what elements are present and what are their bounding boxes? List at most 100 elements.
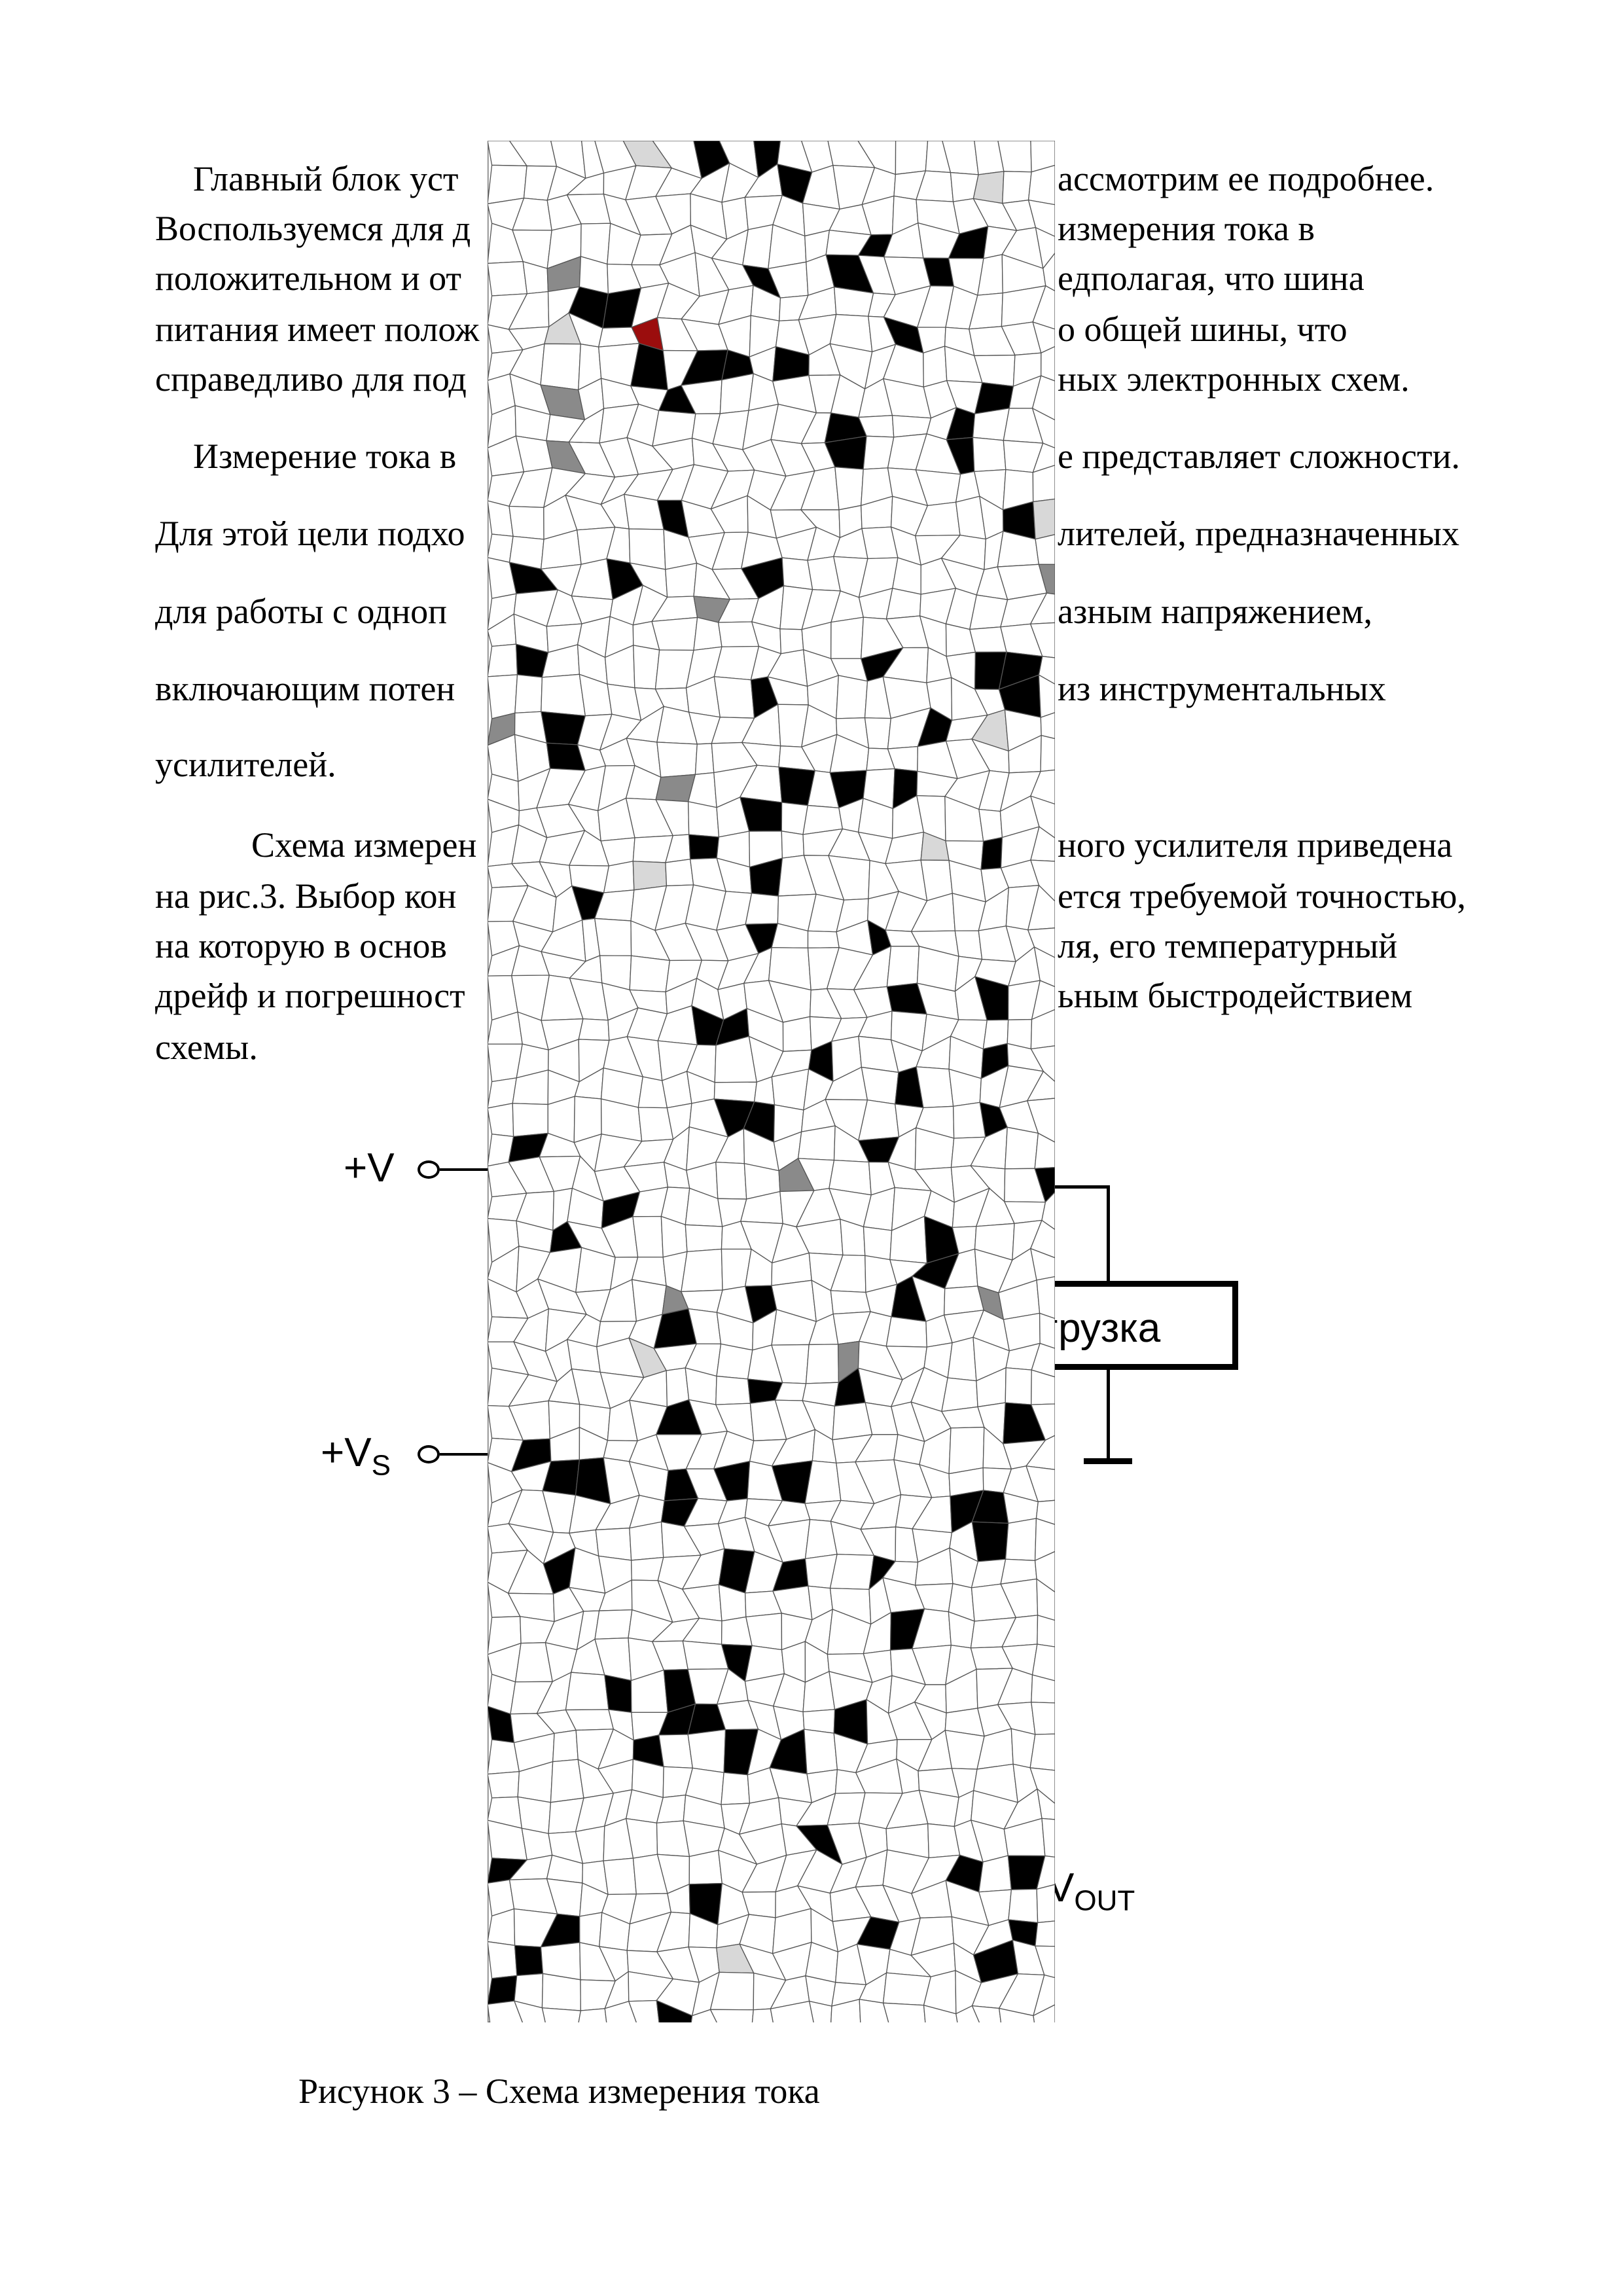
mosaic-cell [1029, 1219, 1055, 1259]
text-line-4-right: о общей шины, что [1058, 310, 1347, 349]
mosaic-cell [594, 1609, 633, 1640]
text-line-11-left: Схема измерен [251, 825, 477, 865]
mosaic-cell [488, 1771, 520, 1799]
text-line-12-left: на рис.3. Выбор кон [155, 876, 457, 916]
text-line-6-left: Измерение тока в [193, 437, 457, 476]
mosaic-cell [488, 674, 518, 719]
mosaic-cell [713, 676, 755, 719]
mosaic-cell [1032, 442, 1055, 473]
text-line-9-right: из инструментальных [1058, 669, 1386, 708]
mosaic-cell [1027, 199, 1055, 238]
mosaic-cell [651, 617, 698, 651]
vs-plus-text: +V [321, 1430, 372, 1475]
mosaic-cell [923, 346, 948, 388]
mosaic-cell [1038, 564, 1055, 595]
mosaic-cell [808, 2000, 832, 2022]
text-line-13-right: ля, его температурный [1058, 926, 1398, 965]
text-line-6-right: е представляет сложности. [1058, 437, 1461, 476]
mosaic-cell [1036, 1276, 1055, 1319]
mosaic-cell [595, 1528, 632, 1561]
mosaic-cell [488, 1941, 518, 1979]
mosaic-cell [836, 675, 868, 719]
text-line-7-left: Для этой цели подхо [155, 514, 465, 553]
mosaic-cell [1039, 1312, 1055, 1349]
mosaic-cell [1031, 1674, 1055, 1704]
mosaic-cell [693, 617, 722, 651]
mosaic-cell [830, 1998, 861, 2022]
mosaic-cell [488, 1975, 518, 2005]
mosaic-cell [954, 930, 983, 960]
mosaic-cell [665, 859, 694, 887]
mosaic-cell [1005, 1518, 1037, 1561]
mosaic-cell [941, 1377, 978, 1412]
mosaic-cell [1034, 1132, 1055, 1170]
mosaic-cell [541, 673, 586, 717]
mosaic-cell [1032, 498, 1055, 540]
mosaic-cell [1034, 1167, 1055, 1203]
mosaic-cell [971, 1521, 1009, 1562]
mosaic-redaction-overlay [488, 141, 1055, 2022]
mosaic-cell [1034, 1945, 1055, 1979]
text-line-2-left: Воспользуемся для д [155, 209, 471, 248]
mosaic-cell [1031, 1643, 1055, 1681]
mosaic-cell [1030, 1045, 1055, 1083]
mosaic-cell [1030, 826, 1055, 862]
text-line-4-left: питания имеет полож [155, 310, 480, 349]
text-line-15: схемы. [155, 1028, 258, 1067]
mosaic-cell [1033, 946, 1055, 988]
mosaic-cell [864, 717, 892, 749]
mosaic-cell [709, 2009, 754, 2022]
mosaic-cell [885, 588, 921, 620]
text-line-1-right: ассмотрим ее подробнее. [1058, 159, 1435, 198]
mosaic-cell [1031, 1369, 1055, 1405]
mosaic-cell [859, 1998, 889, 2022]
mosaic-cell [1005, 1367, 1032, 1405]
mosaic-cell [1031, 375, 1055, 421]
mosaic-cell [1033, 2004, 1055, 2022]
mosaic-cell [521, 1827, 553, 1861]
mosaic-cell [804, 1729, 838, 1774]
mosaic-cell [781, 831, 805, 859]
mosaic-cell [1041, 1818, 1055, 1858]
mosaic-cell [716, 1343, 753, 1380]
mosaic-cell [998, 2007, 1035, 2022]
mosaic-cell [751, 2008, 774, 2022]
mosaic-cell [1035, 1920, 1055, 1947]
text-line-11-right: ного усилителя приведена [1058, 825, 1453, 865]
mosaic-cell [1032, 465, 1055, 503]
text-line-7-right: лителей, предназначенных [1058, 514, 1459, 553]
mosaic-cell [1034, 1518, 1055, 1562]
mosaic-cell [694, 743, 715, 776]
mosaic-cell [541, 1973, 581, 2011]
mosaic-cell [1027, 164, 1055, 206]
mosaic-cell [1027, 884, 1055, 931]
mosaic-cell [1032, 321, 1055, 354]
mosaic-cell [719, 373, 754, 414]
mosaic-cell [1029, 622, 1055, 658]
mosaic-cell [1036, 1578, 1055, 1621]
mosaic-cell [1030, 769, 1055, 805]
text-line-5-left: справедливо для под [155, 359, 467, 399]
mosaic-cell [805, 1344, 840, 1384]
mosaic-cell [1035, 1499, 1055, 1525]
mosaic-cell [658, 1734, 694, 1769]
text-line-9-left: включающим потен [155, 669, 455, 708]
mosaic-cell [829, 1554, 875, 1590]
v-plus-terminal [418, 1160, 440, 1179]
mosaic-cell [656, 742, 698, 778]
mosaic-cell [978, 808, 1003, 842]
mosaic-cell [1025, 1435, 1055, 1470]
mosaic-cell [488, 643, 518, 677]
v-plus-wire [440, 1168, 489, 1171]
mosaic-cell [633, 645, 660, 690]
mosaic-cell [488, 260, 528, 296]
mosaic-cell [948, 1426, 985, 1475]
mosaic-cell [514, 1945, 544, 1977]
mosaic-cell [830, 617, 864, 659]
mosaic-cell [713, 1081, 758, 1103]
mosaic-cell [923, 2004, 958, 2022]
mosaic-cell [1029, 1247, 1055, 1281]
vs-plus-terminal [418, 1445, 440, 1463]
mosaic-cell [1041, 346, 1055, 382]
mosaic-cell [895, 141, 929, 175]
